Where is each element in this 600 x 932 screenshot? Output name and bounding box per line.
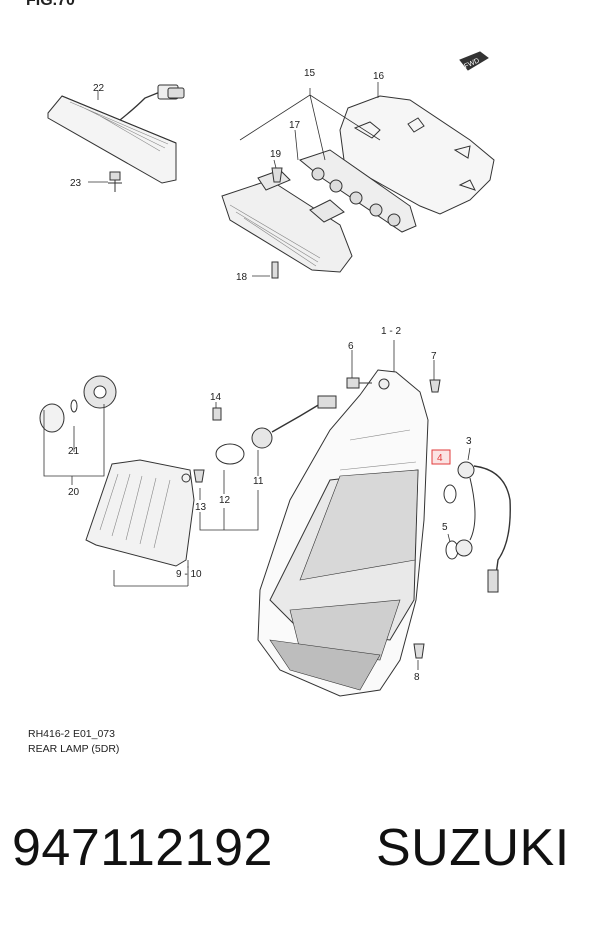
diagram-drawing: 22 23 15 16 17 19 18 1 - 2 6 7 14 3 4 5 … xyxy=(39,51,511,697)
callout-11: 11 xyxy=(253,476,264,487)
screw-14 xyxy=(212,407,222,421)
fwd-arrow-badge xyxy=(459,51,489,71)
callout-7: 7 xyxy=(431,351,437,362)
callout-20: 20 xyxy=(68,487,80,498)
diagram-reference-code: RH416-2 E01_073 xyxy=(28,728,115,740)
brand-name: SUZUKI xyxy=(376,819,570,877)
screw-6 xyxy=(346,377,372,389)
callout-16: 16 xyxy=(373,71,385,82)
callout-14: 14 xyxy=(210,392,222,403)
figure-label: FIG.70 xyxy=(26,0,75,9)
callout-19: 19 xyxy=(270,149,282,160)
callout-8: 8 xyxy=(414,672,420,683)
callout-13: 13 xyxy=(195,502,207,513)
bulb-5 xyxy=(445,539,473,560)
callout-6: 6 xyxy=(348,341,354,352)
clip-8 xyxy=(413,643,425,659)
callout-12: 12 xyxy=(219,495,231,506)
part-info-footer xyxy=(0,775,600,932)
backup-lamp-9-10 xyxy=(85,459,195,567)
socket-harness-11 xyxy=(251,395,337,449)
callout-5: 5 xyxy=(442,522,448,533)
callout-22: 22 xyxy=(93,83,105,94)
callout-9-10: 9 - 10 xyxy=(176,569,202,580)
callout-18: 18 xyxy=(236,272,248,283)
callout-4: 4 xyxy=(437,453,443,464)
callout-23: 23 xyxy=(70,178,82,189)
stop-lamp-housing-15 xyxy=(221,169,353,273)
rear-combination-lamp-1-2 xyxy=(257,369,429,697)
clip-7 xyxy=(429,379,441,393)
callout-17: 17 xyxy=(289,120,301,131)
part-number: 947112192 xyxy=(12,819,273,877)
clip-19 xyxy=(271,167,283,183)
callout-1-2: 1 - 2 xyxy=(381,326,401,337)
socket-harness-3 xyxy=(457,461,511,593)
exploded-parts-diagram: FIG.70 xyxy=(26,0,511,755)
socket-20-21 xyxy=(39,375,117,433)
bulb-12 xyxy=(215,443,245,465)
callout-3: 3 xyxy=(466,436,472,447)
socket-plate-17 xyxy=(298,149,417,233)
callout-15: 15 xyxy=(304,68,316,79)
high-mount-stop-lamp xyxy=(47,84,185,184)
clip-13 xyxy=(193,469,205,483)
callout-21: 21 xyxy=(68,446,80,457)
bulb-4 xyxy=(443,484,457,504)
screw-18 xyxy=(252,261,279,279)
diagram-title: REAR LAMP (5DR) xyxy=(28,743,120,755)
screw-23 xyxy=(88,171,122,192)
